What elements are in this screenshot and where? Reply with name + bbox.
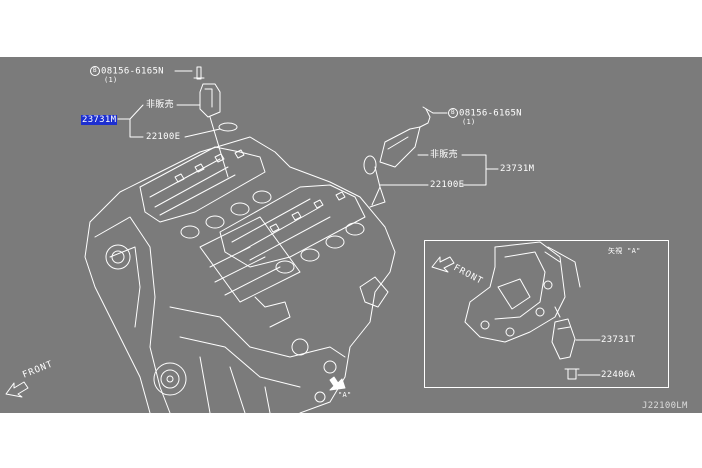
sensor-part-left[interactable]: 23731M [81,115,118,125]
view-a-marker: "A" [338,391,352,399]
not-for-sale-left: 非販売 [146,100,174,110]
leader-lines-right [379,112,499,186]
bolt-symbol-icon: B [448,108,458,118]
sensor-left-graphic [193,66,238,178]
bolt-symbol-icon: B [90,66,100,76]
engine-drawing [5,66,669,413]
bolt-qty-right: (1) [462,118,476,126]
leader-lines-left [117,70,221,138]
view-a-arrow [329,376,346,391]
not-for-sale-right: 非販売 [430,150,458,160]
oring-part-right: 22100E [430,180,465,190]
inset-bolt-part[interactable]: 22406A [601,370,636,380]
bolt-qty-left: (1) [104,76,118,84]
engine-block [84,136,396,413]
diagram-id: J22100LM [642,401,688,411]
inset-drawing [431,241,601,380]
inset-frame [424,240,669,388]
inset-title: 矢視 "A" [608,247,641,255]
bolt-part-number: 08156-6165N [459,108,522,119]
front-arrow-main [5,381,29,398]
sensor-part-right[interactable]: 23731M [500,164,535,174]
inset-sensor-part[interactable]: 23731T [601,335,636,345]
oring-part-left: 22100E [146,132,181,142]
bolt-part-number: 08156-6165N [101,66,164,77]
sensor-part-link[interactable]: 23731M [81,115,118,125]
sensor-right-graphic [363,106,434,208]
